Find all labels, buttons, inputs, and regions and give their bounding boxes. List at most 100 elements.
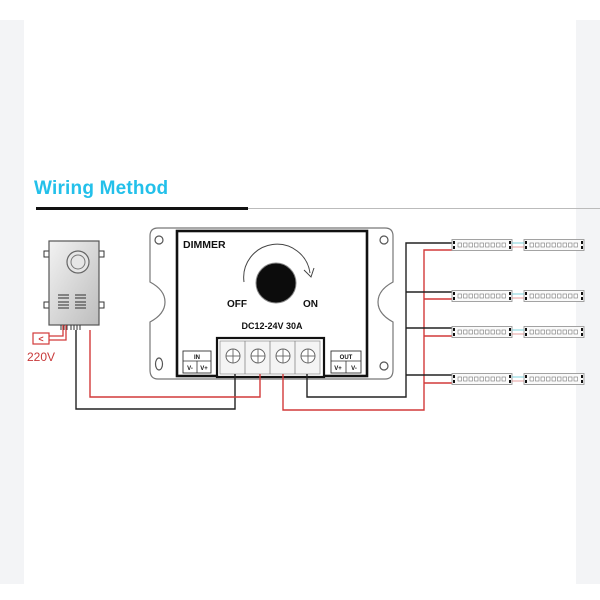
mount-hole-icon [154,357,164,371]
led-chip [474,242,479,248]
led-chip [551,293,556,299]
led-chip [546,293,551,299]
led-chip [479,329,484,335]
mount-hole-icon [154,235,164,245]
led-chip [479,376,484,382]
in-v-minus: V- [187,366,193,372]
led-chip [496,376,501,382]
wire-psu-negative [75,330,236,410]
led-strip-segment [523,373,585,385]
led-chip [501,242,506,248]
led-chip [562,293,567,299]
led-chip [573,376,578,382]
led-chip [546,242,551,248]
led-chip [535,242,540,248]
on-label: ON [303,299,318,310]
led-chip [568,293,573,299]
ac-plug-symbol: < [38,334,43,344]
screw-icon[interactable] [225,348,241,364]
led-chip [463,376,468,382]
led-chip [551,329,556,335]
led-chip [562,329,567,335]
led-strip-segment [451,326,513,338]
led-chip [573,242,578,248]
led-chip [568,376,573,382]
rotation-arc [243,243,311,283]
led-strip-segment [451,290,513,302]
led-chip [540,293,545,299]
led-chip [468,293,473,299]
mount-hole-icon [379,361,389,371]
led-chip [529,293,534,299]
left-margin-strip [0,20,24,584]
led-chip [573,329,578,335]
led-chip [490,242,495,248]
led-chip [501,329,506,335]
led-chip [479,293,484,299]
dimmer-module: DIMMER OFF ON DC12-24V 30A [149,227,394,380]
led-strip-segment [523,326,585,338]
psu-fan-icon [66,250,90,274]
psu-mount-tab [98,250,105,258]
led-chip [535,329,540,335]
ac-wire [49,325,67,341]
led-strip-row [451,373,585,385]
led-chip [457,329,462,335]
screw-icon[interactable] [250,348,266,364]
off-label: OFF [227,299,247,310]
led-chip [568,242,573,248]
led-strip-row [451,290,585,302]
led-chip [557,293,562,299]
led-chip [468,242,473,248]
led-chip [468,376,473,382]
out-v-minus: V- [351,366,357,372]
led-chip [551,376,556,382]
led-strip-segment [523,239,585,251]
led-chip [562,242,567,248]
in-v-plus: V+ [200,366,208,372]
main-wiring [75,242,454,411]
in-title: IN [194,355,200,361]
led-chip [529,329,534,335]
led-chip [485,376,490,382]
led-chip [490,376,495,382]
dimmer-knob[interactable] [255,262,297,304]
dimmer-rating: DC12-24V 30A [241,321,303,331]
led-chip [529,242,534,248]
led-chip [501,376,506,382]
led-chip [496,329,501,335]
wire-out-negative [306,242,452,398]
led-chip [557,242,562,248]
led-chip [468,329,473,335]
led-chip [463,242,468,248]
led-strip-segment [451,373,513,385]
screw-icon[interactable] [300,348,316,364]
led-chip [501,293,506,299]
led-chip [490,293,495,299]
led-chip [457,242,462,248]
screw-icon[interactable] [275,348,291,364]
out-title: OUT [340,355,353,361]
led-chip [540,376,545,382]
led-chip [496,293,501,299]
in-terminal-label: IN V- V+ [182,350,212,374]
led-chip [557,376,562,382]
led-chip [490,329,495,335]
led-chip [496,242,501,248]
psu-mount-tab [98,301,105,309]
led-chip [540,242,545,248]
title-underline [36,207,248,210]
power-supply: < 220V [27,240,105,364]
dimmer-name: DIMMER [183,239,226,251]
led-chip [485,242,490,248]
led-chip [463,293,468,299]
led-strip-segment [523,290,585,302]
out-terminal-label: OUT V+ V- [330,350,362,374]
led-chip [474,293,479,299]
led-chip [463,329,468,335]
out-v-plus: V+ [334,366,342,372]
led-chip [546,376,551,382]
psu-mount-tab [43,250,50,258]
led-chip [485,329,490,335]
